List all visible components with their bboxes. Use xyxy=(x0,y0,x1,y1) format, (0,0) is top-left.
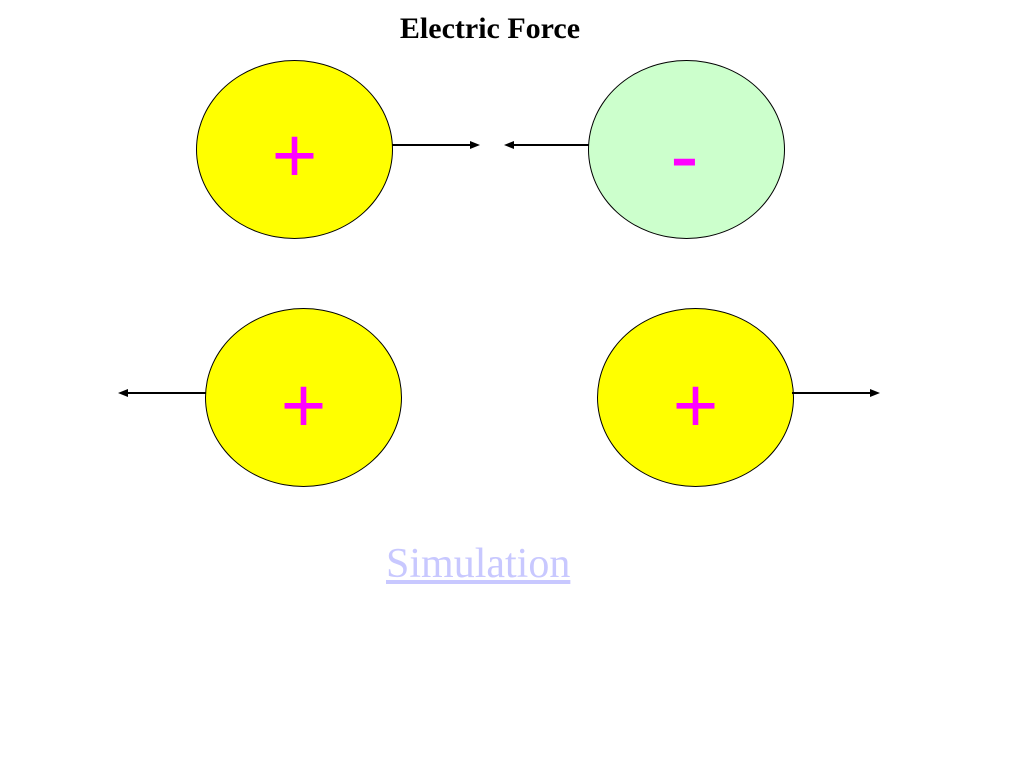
charge-sign-plus: + xyxy=(672,361,719,449)
positive-charge-bottom-left: + xyxy=(205,308,402,487)
positive-charge-top: + xyxy=(196,60,393,239)
force-arrow-left-outward xyxy=(118,389,208,397)
charge-sign-plus: + xyxy=(271,111,318,199)
force-arrow-right xyxy=(392,141,480,149)
slide-title: Electric Force xyxy=(399,12,581,45)
negative-charge-top: - xyxy=(588,60,785,239)
force-arrow-right-outward xyxy=(792,389,880,397)
simulation-link[interactable]: Simulation xyxy=(386,541,571,587)
force-arrow-left xyxy=(504,141,592,149)
charge-sign-plus: + xyxy=(280,361,327,449)
charge-sign-minus: - xyxy=(670,108,699,204)
positive-charge-bottom-right: + xyxy=(597,308,794,487)
